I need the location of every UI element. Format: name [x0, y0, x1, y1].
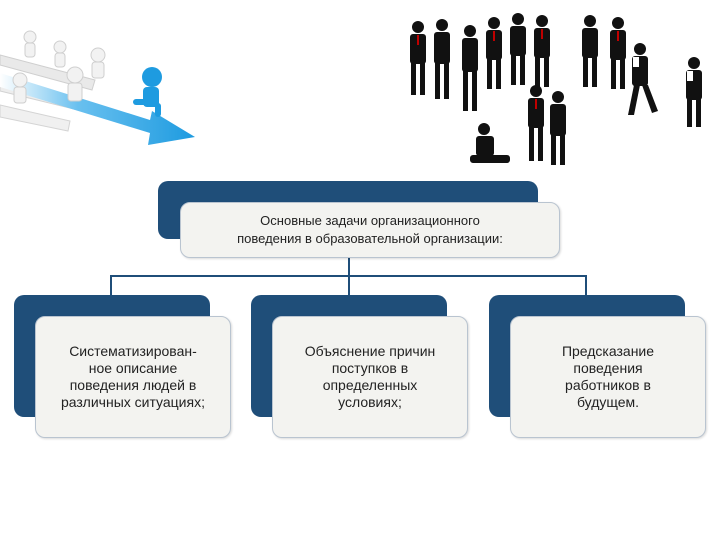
connector-center-drop [348, 275, 350, 295]
child-node-1-label: Систематизирован- ное описание поведения… [61, 343, 205, 410]
child-node-3-label: Предсказание поведения работников в буду… [561, 343, 655, 410]
root-node-label: Основные задачи организационного поведен… [237, 213, 503, 246]
connector-root-stem [348, 258, 350, 276]
connector-left-drop [110, 275, 112, 295]
figures-on-arrow-illustration [0, 30, 195, 145]
business-people-silhouettes-illustration [410, 13, 702, 165]
root-node-card: Основные задачи организационного поведен… [180, 202, 560, 258]
child-node-1-card: Систематизирован- ное описание поведения… [35, 316, 231, 438]
child-node-2-label: Объяснение причин поступков в определенн… [304, 343, 436, 410]
child-node-2-card: Объяснение причин поступков в определенн… [272, 316, 468, 438]
connector-right-drop [585, 275, 587, 295]
child-node-3-card: Предсказание поведения работников в буду… [510, 316, 706, 438]
